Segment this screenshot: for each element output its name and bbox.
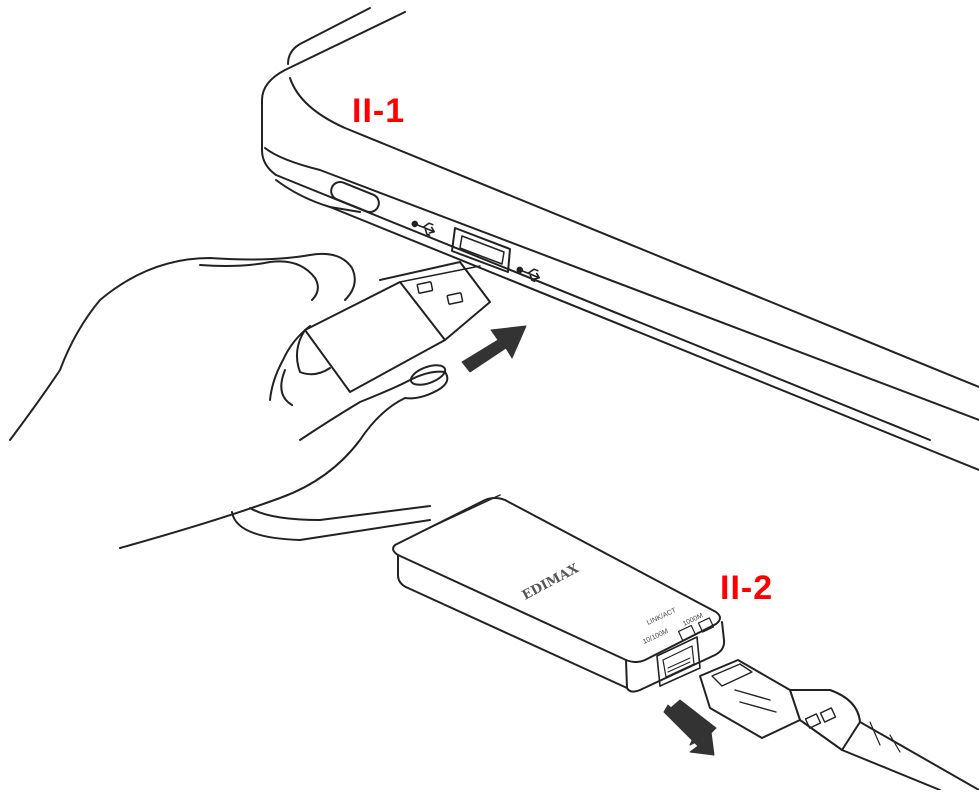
laptop-hinge-line — [264, 147, 979, 421]
laptop-slot — [330, 181, 380, 213]
laptop-screen-bezel — [287, 7, 371, 65]
led-label-speed1: 10/100M — [642, 628, 670, 646]
laptop-usb-port — [451, 227, 511, 273]
adapter-brand: EDIMAX — [520, 561, 582, 604]
thumbnail — [409, 364, 447, 386]
hand-finger-top — [199, 260, 319, 301]
led-label-link: LINK/ACT — [646, 607, 678, 627]
arrow-icon-shaft — [663, 704, 715, 756]
laptop-lid-edge — [261, 11, 406, 151]
hand-palm — [269, 325, 311, 401]
led-label-speed2: 1000M — [682, 612, 705, 627]
usb-cable-inner — [249, 505, 431, 521]
usb-icon — [516, 266, 541, 283]
arrow-icon — [461, 325, 527, 373]
rj45-head — [699, 659, 801, 739]
hand-outline — [9, 252, 356, 441]
rj45-boot — [789, 689, 861, 751]
usb-cable-strain — [295, 329, 331, 376]
ethernet-adapter: EDIMAX LINK/ACT 10/100M 1000M — [392, 494, 726, 693]
adapter-side — [397, 554, 628, 689]
usb-icon — [411, 220, 436, 237]
laptop-top-surface — [289, 77, 979, 388]
rj45-port — [656, 636, 701, 687]
rj45-plug — [699, 659, 979, 791]
usb-plug-metal — [379, 261, 491, 341]
adapter-front — [625, 621, 726, 693]
laptop-bottom-edge — [275, 179, 979, 471]
usb-plug-body — [304, 281, 446, 393]
adapter-top — [392, 497, 721, 663]
usb-plug — [280, 261, 491, 406]
laptop — [261, 7, 979, 471]
led-window — [677, 624, 697, 642]
step-label-1: II-1 — [352, 92, 406, 130]
laptop-side — [261, 149, 931, 441]
hand — [9, 252, 449, 549]
step-label-2: II-2 — [720, 569, 774, 607]
laptop-base-edge — [329, 206, 361, 213]
hand-thumb — [119, 370, 449, 549]
ethernet-cable — [841, 721, 979, 791]
usb-cable — [231, 511, 431, 541]
